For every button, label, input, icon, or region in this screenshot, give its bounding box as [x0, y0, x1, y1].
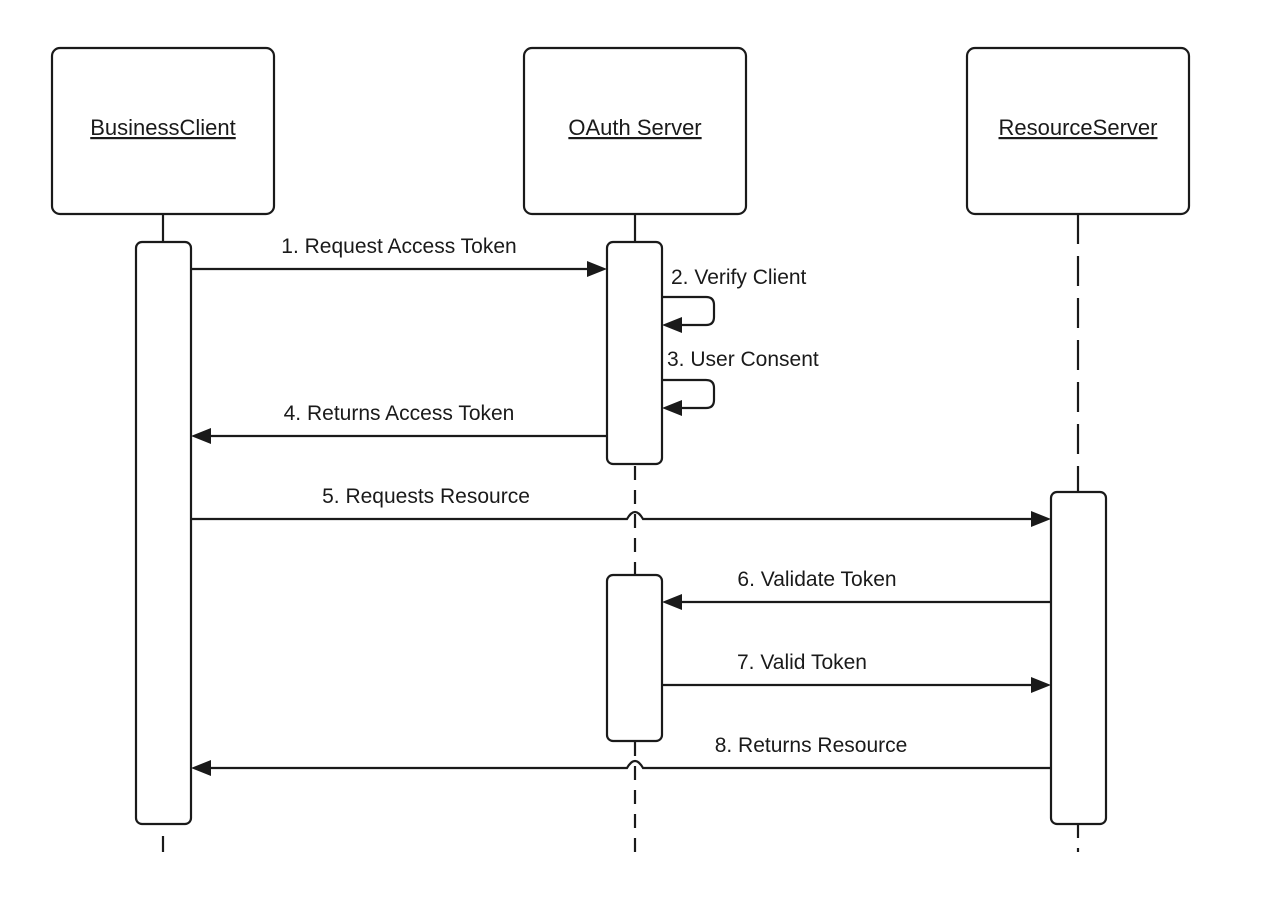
message-label: 4. Returns Access Token — [284, 402, 515, 425]
message-validate-token: 6. Validate Token — [662, 568, 1051, 610]
message-verify-client: 2. Verify Client — [662, 266, 807, 333]
message-label: 1. Request Access Token — [281, 235, 516, 258]
activation-oauth-server-2 — [605, 573, 664, 743]
participant-oauth-server: OAuth Server — [522, 46, 748, 216]
message-valid-token: 7. Valid Token — [662, 651, 1051, 693]
participant-resource-server: ResourceServer — [965, 46, 1191, 216]
activation-resource-server — [1049, 490, 1108, 826]
participant-label: OAuth Server — [568, 115, 701, 140]
message-label: 7. Valid Token — [737, 651, 867, 674]
participant-business-client: BusinessClient — [50, 46, 276, 216]
arrow-left-icon — [662, 594, 682, 610]
message-request-access-token: 1. Request Access Token — [191, 235, 607, 277]
arrow-left-icon — [662, 400, 682, 416]
message-returns-access-token: 4. Returns Access Token — [191, 402, 607, 444]
arrow-left-icon — [662, 317, 682, 333]
message-label: 3. User Consent — [667, 348, 819, 371]
message-requests-resource: 5. Requests Resource — [191, 485, 1051, 527]
message-label: 2. Verify Client — [671, 266, 807, 289]
participant-label: BusinessClient — [90, 115, 236, 140]
message-user-consent: 3. User Consent — [662, 348, 819, 416]
message-label: 5. Requests Resource — [322, 485, 530, 508]
arrow-right-icon — [587, 261, 607, 277]
message-label: 6. Validate Token — [737, 568, 896, 591]
activation-oauth-server-1 — [605, 240, 664, 466]
message-returns-resource: 8. Returns Resource — [191, 734, 1051, 776]
activation-business-client — [134, 240, 193, 826]
message-label: 8. Returns Resource — [715, 734, 908, 757]
arrow-right-icon — [1031, 677, 1051, 693]
participant-label: ResourceServer — [999, 115, 1158, 140]
arrow-left-icon — [191, 760, 211, 776]
arrow-right-icon — [1031, 511, 1051, 527]
arrow-left-icon — [191, 428, 211, 444]
